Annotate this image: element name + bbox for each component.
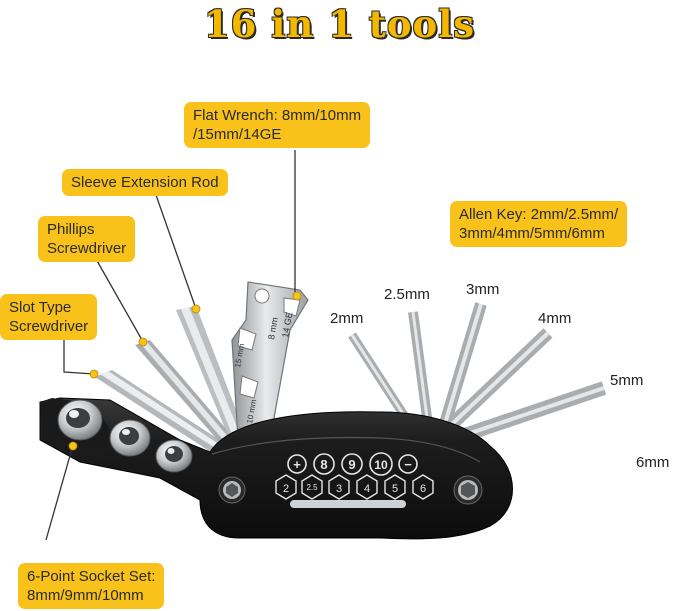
callout-allen-key: Allen Key: 2mm/2.5mm/ 3mm/4mm/5mm/6mm — [450, 201, 628, 247]
svg-text:3: 3 — [336, 483, 342, 495]
minus-icon: − — [398, 454, 418, 474]
hex-size-2-5mm: 2.5mm — [384, 286, 430, 303]
body-slot — [290, 500, 406, 508]
svg-text:9: 9 — [348, 457, 355, 472]
wrench-mark-8mm: 8 mm — [266, 316, 280, 340]
socket-8mm — [155, 439, 193, 473]
callout-phillips: Phillips Screwdriver — [38, 216, 136, 262]
svg-text:8: 8 — [320, 457, 327, 472]
hex-6-icon: 6 — [412, 474, 434, 500]
page-title: 16 in 1 tools — [203, 2, 476, 46]
hex-3-icon: 3 — [328, 474, 350, 500]
socket-10mm — [57, 399, 103, 441]
callout-allen-key-line-1: Allen Key: 2mm/2.5mm/ — [459, 206, 619, 223]
body-icon-row-1: + 8 9 10 − — [287, 452, 418, 476]
callout-slot-line-1: Slot Type — [9, 299, 72, 316]
hex-size-2mm: 2mm — [330, 310, 364, 327]
body-icon-row-2: 2 2.5 3 4 5 6 — [275, 474, 434, 500]
callout-flat-wrench-line-2: /15mm/14GE — [193, 126, 282, 143]
callout-sleeve-rod: Sleeve Extension Rod — [62, 169, 228, 196]
svg-text:+: + — [293, 457, 301, 472]
callout-socket-set-line-1: 6-Point Socket Set: — [27, 568, 156, 585]
left-screw-icon — [218, 476, 246, 504]
right-screw-icon — [453, 475, 483, 505]
hex-size-6mm: 6mm — [636, 454, 670, 471]
socket-9mm — [109, 419, 151, 457]
callout-allen-key-line-2: 3mm/4mm/5mm/6mm — [459, 225, 605, 242]
hex-4-icon: 4 — [356, 474, 378, 500]
callout-sleeve-rod-text: Sleeve Extension Rod — [71, 174, 219, 191]
svg-text:4: 4 — [364, 483, 370, 495]
callout-socket-set: 6-Point Socket Set: 8mm/9mm/10mm — [18, 563, 165, 609]
tool-body — [39, 397, 513, 540]
callout-dots — [68, 291, 302, 451]
socket-10-icon: 10 — [369, 452, 393, 476]
callout-slot-line-2: Screwdriver — [9, 318, 89, 335]
plus-icon: + — [287, 454, 307, 474]
hex-size-3mm: 3mm — [466, 281, 500, 298]
callout-flat-wrench: Flat Wrench: 8mm/10mm /15mm/14GE — [184, 102, 371, 148]
svg-text:10: 10 — [374, 458, 388, 472]
wrench-mark-15mm: 15 mm — [233, 342, 246, 368]
callout-leader-lines — [45, 150, 296, 541]
hex-5-icon: 5 — [384, 474, 406, 500]
hex-2-icon: 2 — [275, 474, 297, 500]
svg-text:5: 5 — [392, 483, 398, 495]
svg-text:2.5: 2.5 — [306, 483, 318, 492]
callout-flat-wrench-line-1: Flat Wrench: 8mm/10mm — [193, 107, 362, 124]
svg-text:2: 2 — [283, 483, 289, 495]
screwdriver-set — [95, 306, 250, 458]
callout-phillips-line-2: Screwdriver — [47, 240, 127, 257]
callout-phillips-line-1: Phillips — [47, 221, 95, 238]
hex-size-4mm: 4mm — [538, 310, 572, 327]
socket-9-icon: 9 — [341, 453, 363, 475]
callout-socket-set-line-2: 8mm/9mm/10mm — [27, 587, 144, 604]
wrench-mark-10mm: 10 mm — [245, 398, 258, 424]
hex-2-5-icon: 2.5 — [301, 474, 323, 500]
wrench-mark-14ge: 14 GE — [280, 311, 294, 338]
svg-text:6: 6 — [420, 483, 426, 495]
socket-set — [40, 398, 193, 473]
socket-8-icon: 8 — [313, 453, 335, 475]
callout-slot: Slot Type Screwdriver — [0, 294, 98, 340]
svg-text:−: − — [404, 457, 412, 472]
hex-size-5mm: 5mm — [610, 372, 644, 389]
